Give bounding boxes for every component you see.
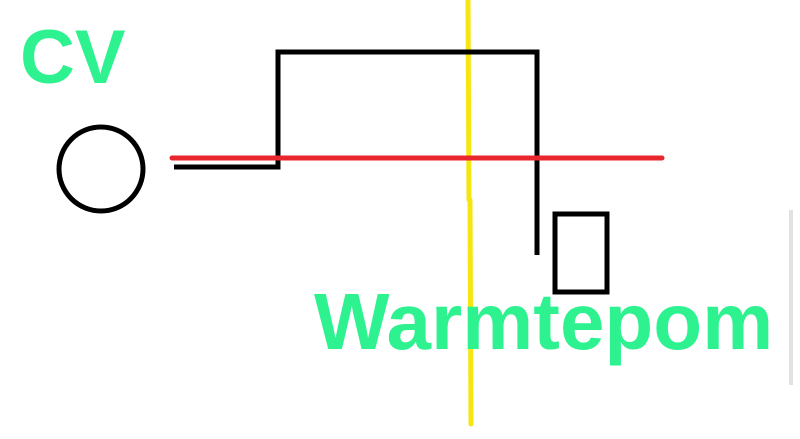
cv-label: CV: [20, 15, 126, 100]
cv-boiler-circle: [56, 124, 146, 214]
yellow-vertical-line-lower: [467, 197, 474, 427]
heat-pump-box: [552, 211, 610, 295]
pipe-line: [174, 49, 540, 255]
edge-divider: [789, 210, 793, 385]
yellow-vertical-line: [465, 0, 472, 203]
heat-pump-label: Warmtepom: [314, 277, 774, 366]
